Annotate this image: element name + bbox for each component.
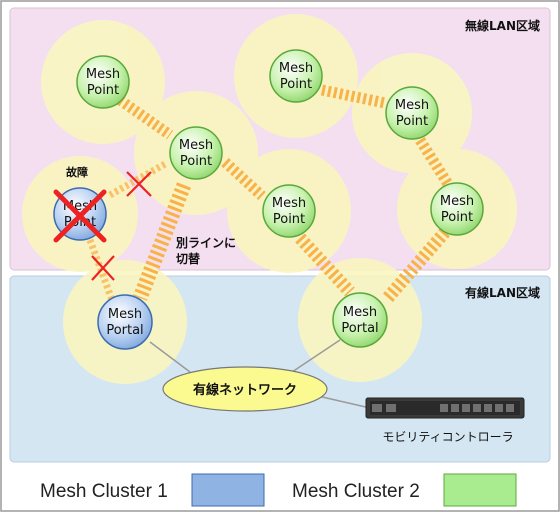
failure-label: 故障 <box>66 165 88 179</box>
link-mp2-mp4 <box>320 84 387 109</box>
node-label: Portal <box>106 323 143 338</box>
cross-icon <box>126 171 152 197</box>
link-mp4-mp6 <box>415 137 453 187</box>
legend-swatch-cluster2 <box>443 473 517 507</box>
node-label: Portal <box>341 321 378 336</box>
legend-label-cluster1: Mesh Cluster 1 <box>40 481 168 502</box>
node-label: Mesh <box>108 307 142 322</box>
legend-label-cluster2: Mesh Cluster 2 <box>292 481 420 502</box>
legend-swatch-cluster1 <box>191 473 265 507</box>
mesh-point-5: Mesh Point <box>262 184 316 238</box>
node-label: Mesh <box>395 98 429 113</box>
link-mp3-portal1-reroute <box>133 182 191 301</box>
mesh-point-4: Mesh Point <box>385 86 439 140</box>
mesh-point-3: Mesh Point <box>169 126 223 180</box>
wired-network-label: 有線ネットワーク <box>193 382 297 398</box>
link-mp3-mp5 <box>221 157 266 201</box>
link-failed-mp3 <box>108 160 167 199</box>
node-label: Mesh <box>86 67 120 82</box>
node-label: Point <box>87 83 119 98</box>
node-label: Point <box>280 77 312 92</box>
controller-label: モビリティコントローラ <box>382 430 513 444</box>
mesh-point-6: Mesh Point <box>430 182 484 236</box>
wire-portal1 <box>149 341 191 373</box>
node-label: Mesh <box>272 196 306 211</box>
wireless-zone-label: 無線LAN区域 <box>465 18 540 33</box>
reroute-label-line2: 切替 <box>176 251 201 266</box>
mesh-point-failed: Mesh Point <box>53 187 107 243</box>
wired-network: 有線ネットワーク <box>162 366 328 412</box>
node-label: Mesh <box>279 61 313 76</box>
mesh-point-1: Mesh Point <box>76 55 130 109</box>
mesh-point-2: Mesh Point <box>269 49 323 103</box>
link-mp5-portal2 <box>295 233 355 297</box>
link-mp1-mp3 <box>116 95 174 140</box>
mesh-portal-1: Mesh Portal <box>97 294 153 350</box>
wire-controller <box>317 395 371 409</box>
wired-lines <box>149 339 371 409</box>
node-label: Point <box>396 114 428 129</box>
node-label: Mesh <box>179 138 213 153</box>
node-label: Point <box>273 212 305 227</box>
mesh-portal-2: Mesh Portal <box>332 292 388 348</box>
legend: Mesh Cluster 1 Mesh Cluster 2 <box>40 473 517 507</box>
node-label: Point <box>441 210 473 225</box>
node-label: Mesh <box>440 194 474 209</box>
wired-zone-label: 有線LAN区域 <box>465 285 540 300</box>
broken-link-marks <box>91 171 152 281</box>
reroute-label-line1: 別ラインに <box>175 236 236 250</box>
controller-device-icon <box>365 397 525 419</box>
failure-cross-icon <box>53 189 107 243</box>
wire-portal2 <box>291 339 341 373</box>
node-label: Mesh <box>343 305 377 320</box>
node-label: Point <box>180 154 212 169</box>
cross-icon <box>91 255 115 281</box>
